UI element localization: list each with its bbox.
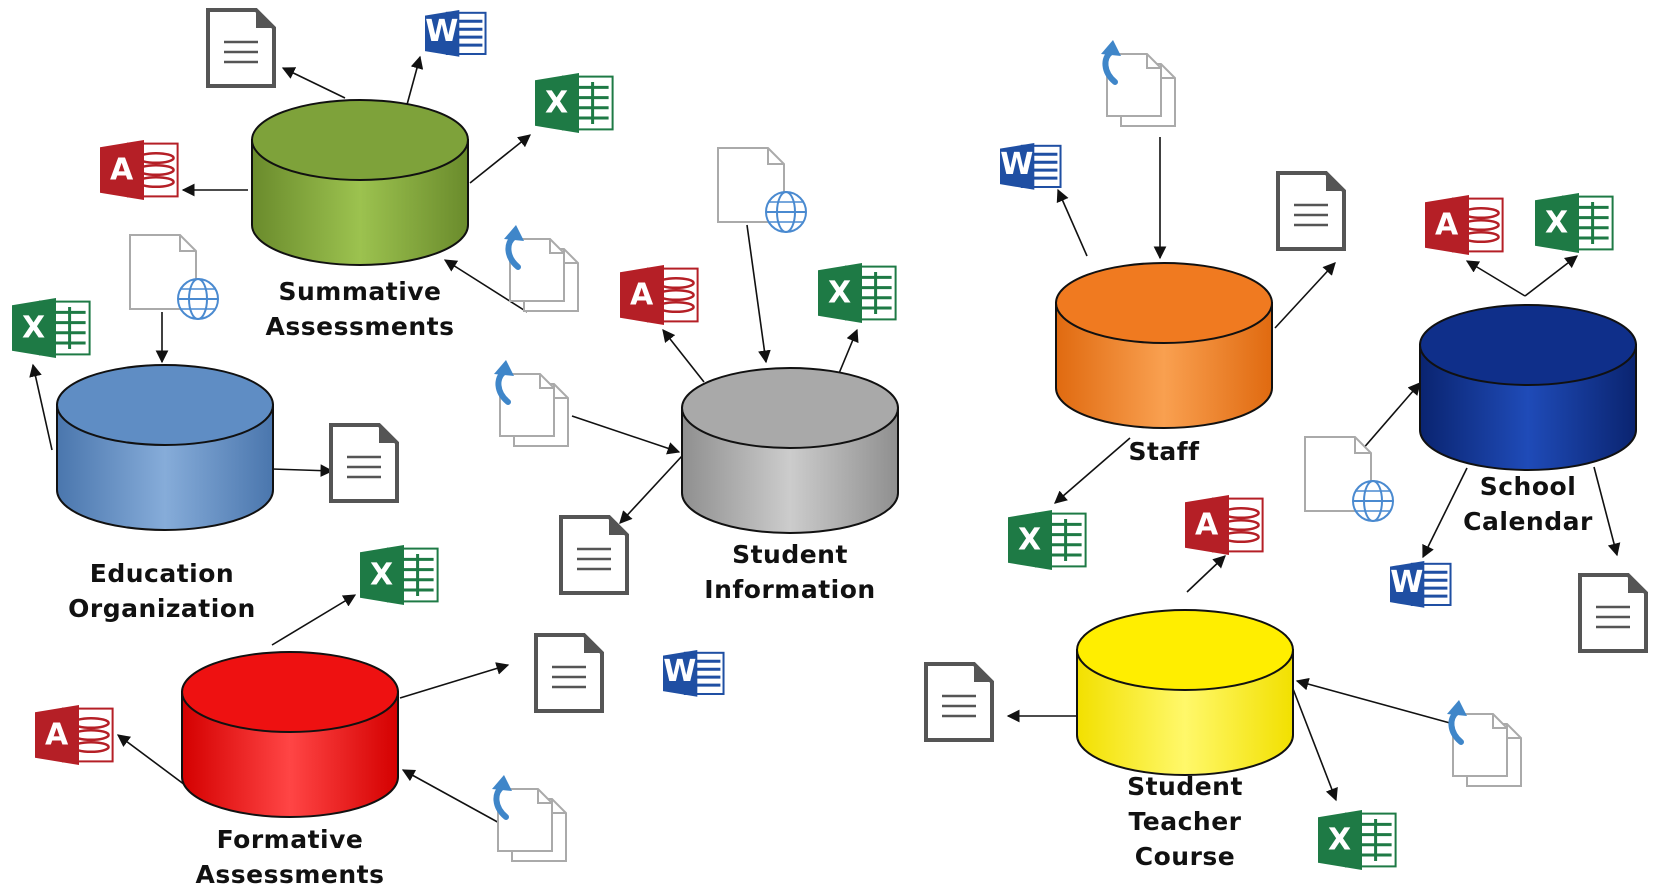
svg-text:A: A [1195,508,1219,543]
svg-text:A: A [45,718,69,753]
svg-text:X: X [22,311,45,346]
arrow-formative-to-excel [271,594,357,646]
document-icon [559,515,629,595]
access-icon: A [620,265,699,325]
arrow-calendar-to-excel [1524,255,1579,297]
upload-files-icon [504,225,579,312]
arrow-summative-to-word [404,55,424,113]
arrow-summative-to-excel [469,134,531,184]
arrow-calendar-to-document [1593,466,1621,557]
arrow-staff-to-document [1274,262,1336,329]
arrow-education-to-document [271,464,334,478]
excel-icon: X [1535,193,1614,253]
upload-files-icon [1447,700,1522,787]
access-icon: A [35,705,114,765]
excel-icon: X [360,545,439,605]
arrow-web-to-student-info [746,224,771,364]
access-icon: A [1425,195,1504,255]
databases [56,99,1637,818]
stc-database [1076,609,1294,776]
svg-text:A: A [1435,208,1459,243]
arrow-staff-to-excel [1054,437,1131,504]
education-database [56,364,274,531]
arrow-education-to-excel [29,363,53,451]
svg-text:X: X [1018,523,1041,558]
formative-database [181,651,399,818]
excel-icon: X [818,263,897,323]
excel-icon: X [1008,510,1087,570]
excel-icon: X [12,298,91,358]
document-icon [924,662,994,742]
word-icon: W [425,10,487,57]
svg-text:X: X [370,558,393,593]
arrow-summative-to-document [281,67,346,99]
arrow-upload-to-stc [1295,677,1451,724]
staff-database [1055,262,1273,429]
access-icon: A [1185,495,1264,555]
arrow-formative-to-access [116,734,186,786]
svg-text:X: X [828,276,851,311]
svg-text:X: X [1328,823,1351,858]
student-info-database [681,367,899,534]
document-icon [329,423,399,503]
summative-database [251,99,469,266]
upload-files-icon [1101,40,1176,127]
calendar-database [1419,304,1637,471]
word-icon: W [1390,561,1452,608]
file-icons: W W W W X X X X X X X A A A A A [12,8,1648,870]
upload-files-icon [492,775,567,862]
svg-text:W: W [1000,147,1033,182]
svg-text:X: X [545,86,568,121]
document-icon [206,8,276,88]
arrow-upload-to-summative [443,259,528,313]
arrow-upload-to-student-info [571,415,681,455]
svg-text:W: W [1390,565,1423,600]
word-icon: W [1000,143,1062,190]
upload-files-icon [494,360,569,447]
svg-text:X: X [1545,206,1568,241]
arrow-student-info-to-access [662,328,705,383]
web-document-icon [129,234,219,320]
svg-text:W: W [663,654,696,689]
access-icon: A [100,140,179,200]
document-icon [1578,573,1648,653]
excel-icon: X [535,73,614,133]
svg-text:A: A [630,278,654,313]
arrow-calendar-to-access [1465,260,1526,297]
document-icon [534,633,604,713]
staff-label: Staff [1128,437,1200,466]
web-document-icon [1304,436,1394,522]
arrow-stc-to-excel [1289,680,1338,802]
svg-text:A: A [110,153,134,188]
document-icon [1276,171,1346,251]
arrow-staff-to-word [1056,188,1088,257]
arrow-upload-to-formative [401,769,513,831]
arrow-web-to-calendar [1354,382,1421,459]
arrow-student-info-to-document [619,455,683,524]
arrow-formative-to-document [399,662,510,699]
word-icon: W [663,650,725,697]
excel-icon: X [1318,810,1397,870]
web-document-icon [717,147,807,233]
connectors [29,55,1621,831]
arrow-calendar-to-word [1422,467,1468,559]
svg-text:W: W [425,14,458,49]
arrow-stc-to-access [1186,555,1226,593]
